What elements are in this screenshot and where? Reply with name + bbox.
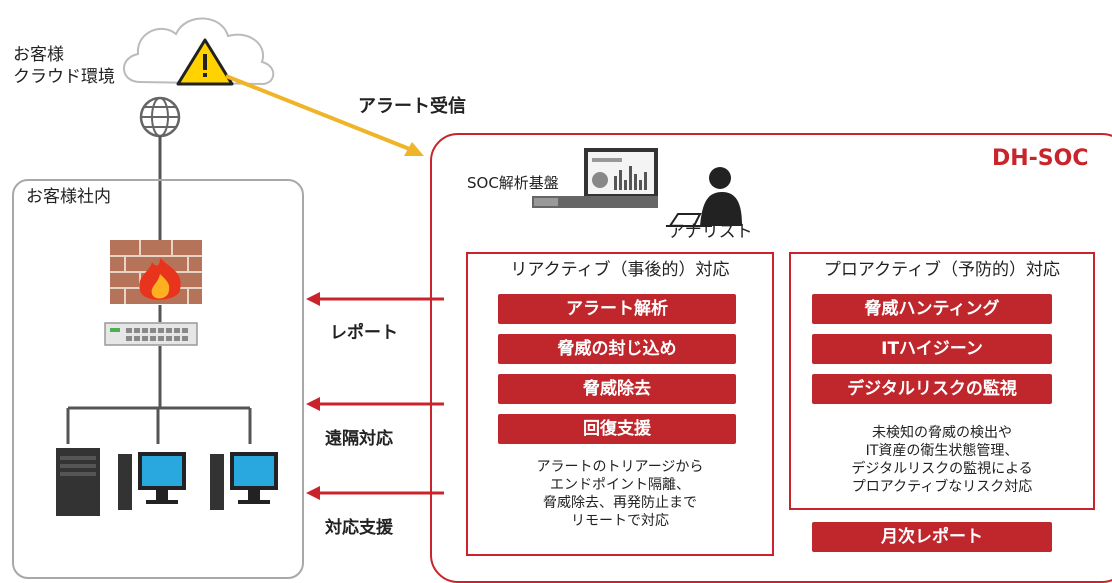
- threat-containment-button: 脅威の封じ込め: [498, 334, 736, 364]
- proactive-note-line: 未検知の脅威の検出や: [872, 425, 1012, 441]
- remote-arrow: [306, 397, 444, 411]
- threat-hunting-button: 脅威ハンティング: [812, 294, 1052, 324]
- soc-platform-icon: [532, 148, 658, 208]
- proactive-note-line: デジタルリスクの監視による: [851, 461, 1033, 477]
- proactive-note: 未検知の脅威の検出や IT資産の衛生状態管理、 デジタルリスクの監視による プロ…: [789, 424, 1095, 496]
- it-hygiene-button: ITハイジーン: [812, 334, 1052, 364]
- customer-premises-box: [12, 179, 304, 579]
- alert-arrow: [225, 74, 424, 156]
- response-support-label: 対応支援: [325, 518, 393, 538]
- cloud-label-line1: お客様: [13, 45, 64, 65]
- recovery-support-button: 回復支援: [498, 414, 736, 444]
- server-icon: [56, 448, 100, 516]
- globe-icon: [139, 96, 181, 138]
- reactive-note-line: エンドポイント隔離、: [550, 477, 690, 493]
- report-label: レポート: [330, 323, 398, 343]
- analyst-icon: [666, 167, 742, 227]
- reactive-note-line: 脅威除去、再発防止まで: [543, 495, 697, 511]
- reactive-note-line: リモートで対応: [571, 513, 669, 529]
- diagram-connectors: [56, 17, 742, 516]
- dh-soc-title: DH-SOC: [992, 146, 1089, 171]
- reactive-note: アラートのトリアージから エンドポイント隔離、 脅威除去、再発防止まで リモート…: [466, 458, 774, 530]
- warning-icon: [176, 38, 234, 86]
- customer-title: お客様社内: [26, 187, 111, 207]
- alert-receive-label: アラート受信: [358, 96, 466, 117]
- network-switch-icon: [104, 322, 198, 346]
- alert-analysis-button: アラート解析: [498, 294, 736, 324]
- threat-removal-button: 脅威除去: [498, 374, 736, 404]
- soc-platform-label: SOC解析基盤: [467, 174, 559, 192]
- pc-icon: [210, 452, 278, 510]
- reactive-note-line: アラートのトリアージから: [536, 459, 704, 475]
- proactive-note-line: プロアクティブなリスク対応: [851, 479, 1033, 495]
- reactive-title: リアクティブ（事後的）対応: [510, 260, 730, 280]
- remote-response-label: 遠隔対応: [325, 429, 393, 449]
- cloud-label-line2: クラウド環境: [13, 67, 115, 87]
- report-arrow: [306, 292, 444, 306]
- monthly-report-button: 月次レポート: [812, 522, 1052, 552]
- analyst-label: アナリスト: [668, 222, 753, 242]
- support-arrow: [306, 486, 444, 500]
- proactive-note-line: IT資産の衛生状態管理、: [865, 443, 1019, 459]
- proactive-title: プロアクティブ（予防的）対応: [823, 260, 1061, 280]
- firewall-icon: [110, 240, 202, 304]
- pc-icon: [118, 452, 186, 510]
- digital-risk-monitoring-button: デジタルリスクの監視: [812, 374, 1052, 404]
